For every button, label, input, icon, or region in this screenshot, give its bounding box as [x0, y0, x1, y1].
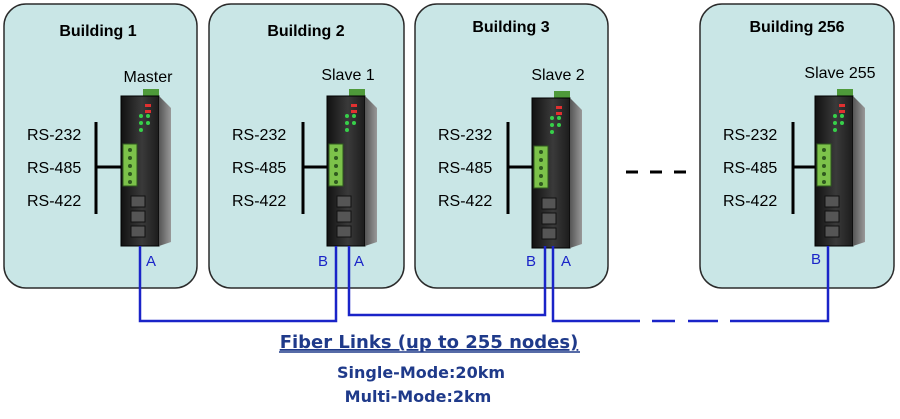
- port-label-rs232: RS-232: [723, 127, 777, 144]
- building-title: Building 2: [267, 23, 344, 40]
- fiber-links: [138, 246, 830, 323]
- fiber-link-3-n: [551, 246, 600, 323]
- building-title: Building 3: [472, 19, 549, 36]
- port-label-rs422: RS-422: [232, 193, 286, 210]
- port-label-rs422: RS-422: [438, 193, 492, 210]
- port-label-rs485: RS-485: [723, 160, 777, 177]
- fiber-link-n-256: [730, 246, 830, 323]
- port-label-rs232: RS-232: [27, 127, 81, 144]
- building-256: Building 256 Slave 255 RS-232 RS-485 RS-…: [699, 3, 895, 289]
- fiber-port-a-label: A: [561, 253, 571, 270]
- fiber-links-title: Fiber Links (up to 255 nodes): [280, 332, 579, 353]
- port-label-rs485: RS-485: [438, 160, 492, 177]
- building-1: Building 1 Master RS-232 RS-485 RS-422: [3, 3, 198, 289]
- multi-mode-distance: Multi-Mode:2km: [345, 387, 492, 406]
- media-converter-device: [814, 89, 865, 247]
- building-title: Building 1: [59, 23, 136, 40]
- media-converter-device: [531, 91, 582, 249]
- device-role-label: Slave 255: [804, 65, 875, 82]
- building-2: Building 2 Slave 1 RS-232 RS-485 RS-422: [208, 3, 405, 289]
- device-role-label: Slave 2: [531, 67, 584, 84]
- fiber-port-a-label: A: [146, 253, 156, 270]
- port-label-rs422: RS-422: [27, 193, 81, 210]
- fiber-port-b-label: B: [811, 251, 821, 268]
- single-mode-distance: Single-Mode:20km: [337, 363, 505, 382]
- port-label-rs485: RS-485: [232, 160, 286, 177]
- building-title: Building 256: [749, 19, 844, 36]
- media-converter-device: [326, 89, 377, 247]
- port-label-rs232: RS-232: [232, 127, 286, 144]
- device-role-label: Master: [124, 69, 174, 86]
- fiber-port-b-label: B: [318, 253, 328, 270]
- fiber-link-2-3: [347, 246, 547, 317]
- port-label-rs232: RS-232: [438, 127, 492, 144]
- fiber-link-1-2: [138, 246, 338, 323]
- media-converter-device: [120, 89, 171, 247]
- port-label-rs422: RS-422: [723, 193, 777, 210]
- device-role-label: Slave 1: [321, 67, 374, 84]
- port-label-rs485: RS-485: [27, 160, 81, 177]
- fiber-port-a-label: A: [354, 253, 364, 270]
- building-3: Building 3 Slave 2 RS-232 RS-485 RS-422: [414, 3, 609, 289]
- fiber-port-b-label: B: [526, 253, 536, 270]
